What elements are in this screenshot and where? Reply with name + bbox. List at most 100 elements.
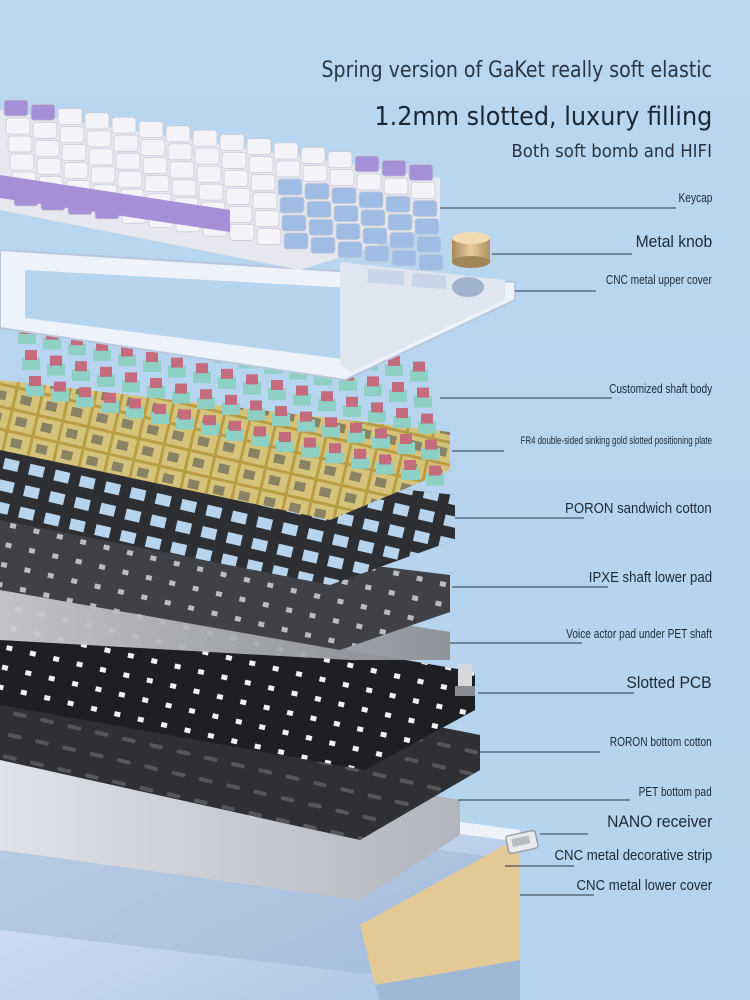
label-shaft-body: Customized shaft body	[608, 381, 712, 396]
keycap	[34, 139, 60, 157]
label-metal-knob: Metal knob	[635, 232, 712, 251]
keycap	[391, 249, 417, 267]
keycap	[57, 108, 83, 125]
switch	[218, 368, 236, 389]
keycap	[337, 241, 363, 259]
keycap	[113, 134, 139, 152]
switch	[101, 392, 119, 413]
switch	[151, 404, 169, 424]
keycap	[7, 135, 33, 153]
keycap	[167, 143, 193, 161]
keycap	[333, 205, 359, 223]
keycap	[358, 191, 384, 209]
switch	[168, 357, 186, 378]
switch	[93, 340, 111, 361]
keycap	[283, 232, 309, 250]
switch	[376, 454, 394, 475]
keycap	[308, 218, 334, 236]
switch	[176, 409, 194, 430]
switch	[297, 411, 315, 432]
switch	[247, 400, 265, 421]
headline-line-1: Spring version of GaKet really soft elas…	[321, 58, 712, 83]
keycap	[414, 218, 440, 235]
keycap	[30, 103, 56, 121]
label-positioning-plate: FR4 double-sided sinking gold slotted po…	[520, 435, 712, 447]
switch	[72, 361, 90, 382]
keycap	[389, 231, 415, 249]
keycap	[416, 236, 442, 253]
switch	[322, 417, 340, 438]
switch	[343, 396, 361, 417]
keycap	[86, 130, 112, 148]
keycap	[381, 159, 407, 177]
keycap	[256, 228, 282, 246]
label-decorative-strip: CNC metal decorative strip	[554, 847, 712, 864]
label-bottom-cotton: RORON bottom cotton	[609, 734, 712, 749]
nano-receiver-shape	[505, 829, 539, 855]
switch	[172, 383, 190, 404]
switch	[243, 374, 261, 395]
keycap	[387, 213, 413, 231]
switch	[318, 391, 336, 412]
switch	[126, 398, 144, 419]
keycap	[84, 112, 110, 130]
keycap	[410, 182, 436, 199]
leader-lines	[440, 207, 676, 896]
switch	[351, 448, 369, 469]
keycap	[364, 245, 390, 263]
switch	[397, 434, 415, 454]
switch	[368, 402, 386, 423]
keycap	[329, 169, 355, 187]
keycap	[36, 157, 62, 175]
keycap	[250, 174, 276, 192]
switch	[143, 352, 161, 372]
label-voice-pad: Voice actor pad under PET shaft	[566, 626, 712, 641]
switch	[372, 428, 390, 449]
keycap	[304, 182, 330, 200]
keycap	[327, 151, 353, 169]
keycap	[198, 183, 224, 201]
label-lower-cover: CNC metal lower cover	[576, 877, 712, 894]
switch	[414, 387, 432, 408]
switch	[326, 443, 344, 464]
keycap	[300, 146, 326, 164]
switch	[22, 350, 40, 370]
keycap	[362, 227, 388, 245]
switch	[301, 437, 319, 458]
pcb-connector-shape	[455, 664, 475, 696]
keycap	[412, 200, 438, 217]
keycap	[354, 155, 380, 173]
keycap	[32, 121, 58, 139]
keycap	[227, 205, 253, 223]
switch	[364, 376, 382, 397]
keycap	[144, 175, 170, 192]
keycap	[9, 153, 35, 171]
keycap	[275, 160, 301, 178]
metal-knob-shape	[452, 232, 490, 268]
keycap	[306, 200, 332, 218]
switch	[272, 406, 290, 426]
keycap	[3, 99, 29, 117]
switch	[26, 376, 44, 396]
label-poron-cotton: PORON sandwich cotton	[565, 500, 712, 517]
label-pet-pad: PET bottom pad	[638, 784, 712, 799]
switch	[201, 415, 219, 436]
switch	[118, 346, 136, 367]
switch	[426, 465, 444, 486]
keycap	[115, 152, 141, 170]
switch	[393, 408, 411, 428]
keycap	[273, 142, 299, 160]
keycap	[5, 117, 31, 135]
label-slotted-pcb: Slotted PCB	[626, 673, 712, 692]
keycap	[61, 144, 87, 162]
keycap	[88, 148, 114, 166]
switch	[422, 439, 440, 460]
keycap	[196, 165, 222, 183]
keycap	[165, 125, 191, 143]
keycap	[192, 129, 218, 147]
switch	[389, 382, 407, 402]
keycap	[169, 161, 195, 179]
headline-line-2: 1.2mm slotted, luxury filling	[374, 102, 712, 132]
label-keycap: Keycap	[678, 190, 712, 205]
keycap	[225, 187, 251, 205]
